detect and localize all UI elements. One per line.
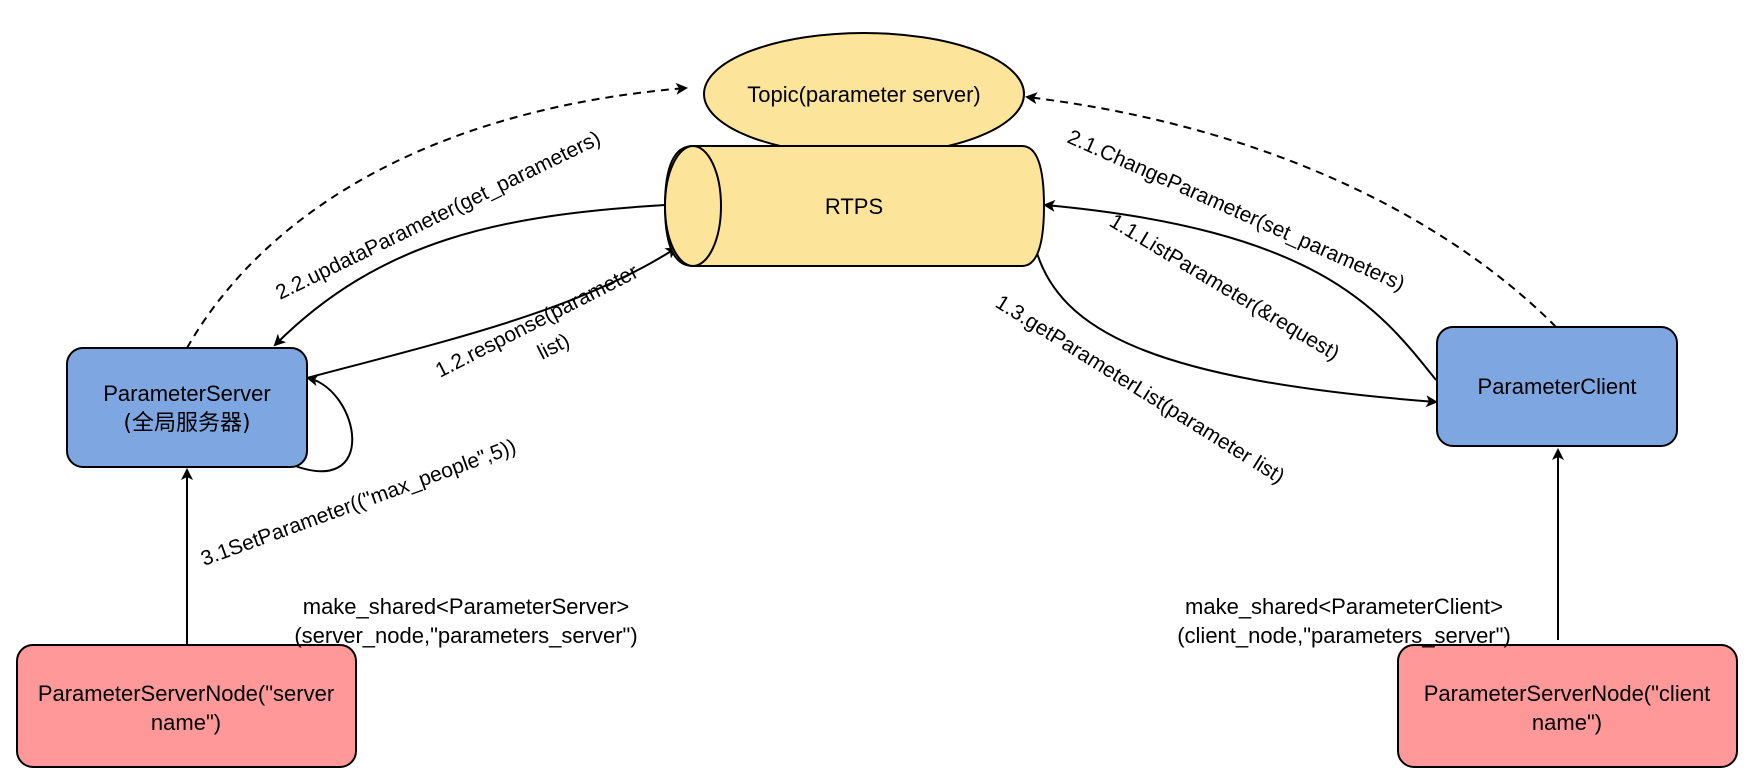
server-node-label-line1: ParameterServerNode("server (38, 681, 334, 706)
client-node-label-line1: ParameterServerNode("client (1424, 681, 1711, 706)
parameter-server-node: ParameterServer (全局服务器) (66, 347, 308, 468)
edge-client-to-topic-dashed (1025, 92, 1557, 328)
server-node: ParameterServerNode("server name") (16, 644, 357, 768)
client-node-label-line2: name") (1532, 710, 1602, 735)
parameter-server-box (66, 347, 308, 468)
server-node-label-line2: name") (151, 710, 221, 735)
edge-get-parameter-list (1035, 249, 1438, 408)
label-make-shared-client-line1: make_shared<ParameterClient> (1185, 594, 1503, 619)
parameter-client-node: ParameterClient (1436, 326, 1678, 447)
label-make-shared-server-line2: (server_node,"parameters_server") (294, 623, 637, 648)
parameter-client-box (1436, 326, 1678, 447)
edge-response (306, 246, 678, 379)
rtps-node: RTPS (663, 145, 1046, 267)
topic-label: Topic(parameter server) (747, 82, 981, 107)
label-get-parameter-list: 1.3.getParameterList(parameter list) (991, 291, 1288, 489)
parameter-client-label: ParameterClient (1478, 374, 1637, 399)
server-node-box (16, 644, 357, 768)
client-node: ParameterServerNode("client name") (1397, 644, 1738, 768)
edge-server-to-topic-dashed (186, 82, 688, 349)
client-node-box (1397, 644, 1738, 768)
rtps-cylinder-cap (664, 145, 722, 267)
label-response-line2: list) (534, 329, 574, 364)
edge-update-parameter (273, 204, 666, 347)
label-response-line1: 1.2.response(parameter (432, 260, 642, 382)
rtps-label: RTPS (825, 194, 883, 219)
parameter-server-sublabel: (全局服务器) (123, 411, 250, 436)
connectors (181, 82, 1564, 645)
label-make-shared-server-line1: make_shared<ParameterServer> (303, 594, 630, 619)
parameter-server-label: ParameterServer (103, 381, 271, 406)
label-make-shared-client-line2: (client_node,"parameters_server") (1177, 623, 1511, 648)
edge-set-parameter-loop (289, 374, 354, 473)
edge-change-parameter (1043, 199, 1437, 381)
topic-node: Topic(parameter server) (703, 32, 1025, 156)
